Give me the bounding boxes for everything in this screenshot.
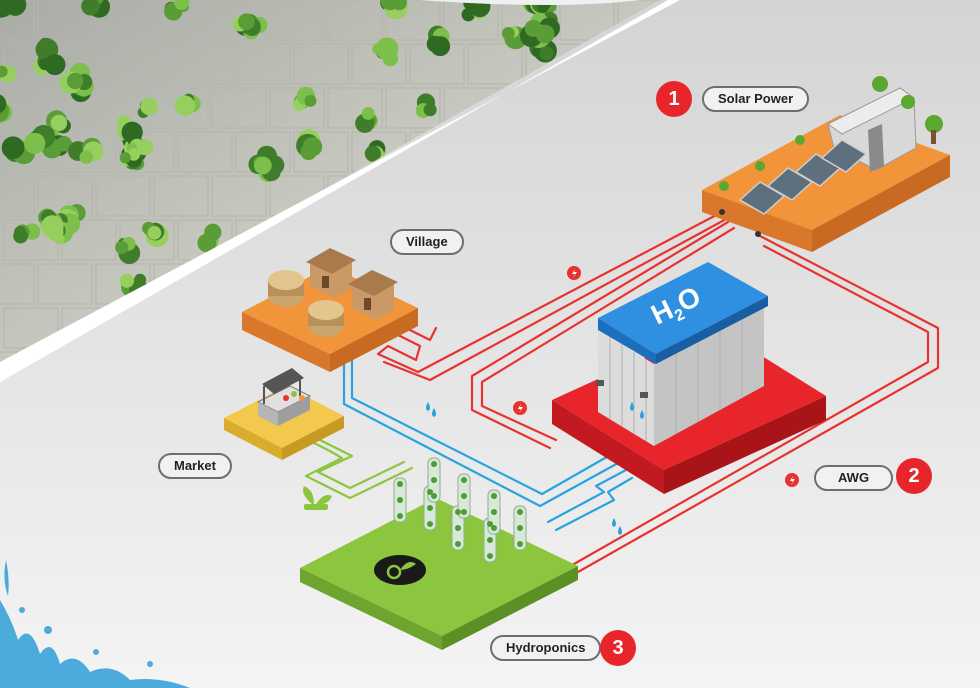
hut-round [308, 300, 344, 337]
market-label: Market [158, 453, 232, 479]
lightning-bolt-icon [567, 266, 581, 280]
lightning-bolt-icon [513, 401, 527, 415]
lightning-bolt-icon [785, 473, 799, 487]
step-badge-hydroponics: 3 [600, 630, 636, 666]
hydroponics-logo-icon [374, 555, 426, 585]
village-label: Village [390, 229, 464, 255]
step-badge-awg: 2 [896, 458, 932, 494]
hydroponics-label: Hydroponics [490, 635, 601, 661]
hut-round [268, 270, 304, 307]
solar-power-label: Solar Power [702, 86, 809, 112]
step-badge-solar: 1 [656, 81, 692, 117]
awg-label: AWG [814, 465, 893, 491]
